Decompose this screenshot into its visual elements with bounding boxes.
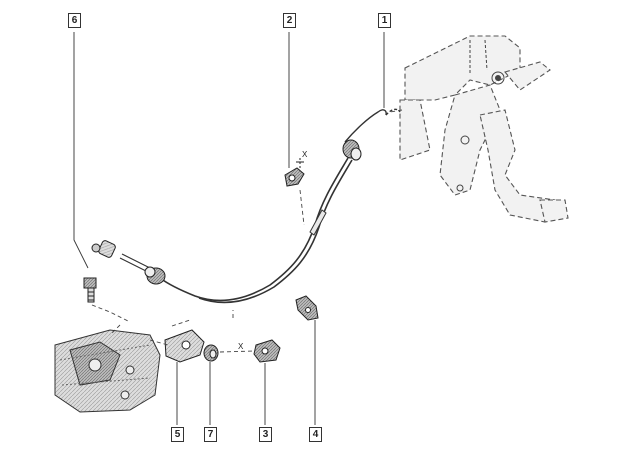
callout-4: 4: [309, 427, 322, 442]
cable-sleeve: [309, 209, 327, 236]
x-mark-upper: X: [302, 150, 308, 159]
bracket-part-5: [164, 329, 205, 363]
x-mark-lower: X: [238, 342, 244, 351]
cable-clip-lower: [253, 339, 281, 363]
bolt-part-6: [83, 277, 97, 303]
cable-pedal-end-hook: [344, 108, 401, 143]
callout-5: 5: [171, 427, 184, 442]
bushing-part-7: [203, 344, 219, 362]
callout-3: 3: [259, 427, 272, 442]
cable-clip-upper: [284, 158, 305, 187]
cable-grommet-lower: [144, 266, 166, 285]
callout-1: 1: [378, 13, 391, 28]
cable-end-fitting: [91, 240, 116, 258]
cable-grommet-upper: [342, 139, 362, 161]
leader-lines: [73, 32, 385, 425]
pedal-details: [456, 39, 505, 192]
callout-6: 6: [68, 13, 81, 28]
gearbox-housing: [54, 329, 161, 413]
callout-7: 7: [204, 427, 217, 442]
assembly-guide-lines: [91, 109, 403, 353]
pedal-assembly: [399, 35, 569, 223]
x-marks: X X: [238, 150, 308, 351]
callout-2: 2: [283, 13, 296, 28]
clip-part-4: [295, 295, 319, 321]
clutch-cable: [159, 157, 353, 304]
